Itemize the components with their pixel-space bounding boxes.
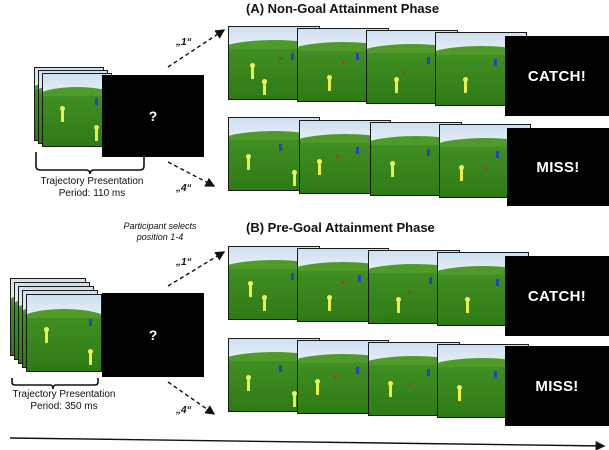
participant-selects-label: Participant selects position 1-4 [108, 221, 212, 243]
outcome-catch-a: CATCH! [505, 36, 609, 116]
trajectory-label-line2: Period: 350 ms [30, 401, 98, 412]
arrow-to-row-4-a [167, 161, 216, 187]
phase-a-title: (A) Non-Goal Attainment Phase [246, 1, 440, 16]
position-label-4-b: „4“ [176, 405, 192, 416]
position-label-1-a: „1“ [176, 37, 192, 48]
question-mark: ? [148, 327, 158, 343]
trajectory-label-line1: Trajectory Presentation [12, 389, 116, 400]
trajectory-label-b: Trajectory Presentation Period: 350 ms [0, 389, 128, 413]
mask-box-b: ? [102, 293, 204, 377]
outcome-text: MISS! [535, 377, 579, 395]
phase-b-title: (B) Pre-Goal Attainment Phase [246, 220, 435, 235]
question-mark: ? [148, 108, 158, 124]
position-label-4-a: „4“ [176, 183, 192, 194]
outcome-text: MISS! [536, 158, 580, 176]
outcome-catch-b: CATCH! [505, 256, 609, 336]
trajectory-label-line1: Trajectory Presentation [40, 176, 144, 187]
frame-image [26, 294, 102, 372]
outcome-text: CATCH! [527, 67, 587, 85]
mask-box-a: ? [102, 75, 204, 157]
arrow-to-row-1-a [167, 29, 226, 68]
outcome-miss-a: MISS! [507, 128, 609, 206]
selects-line1: Participant selects [123, 221, 197, 231]
timeline-arrow [9, 437, 606, 450]
brace-b [11, 378, 99, 390]
arrow-to-row-1-b [167, 251, 226, 287]
frame-image [228, 26, 320, 100]
selects-line2: position 1-4 [136, 232, 184, 242]
outcome-miss-b: MISS! [505, 346, 609, 426]
arrow-to-row-4-b [167, 381, 216, 415]
frame-image [42, 73, 112, 147]
outcome-text: CATCH! [527, 287, 587, 305]
brace-a [35, 152, 145, 175]
trajectory-label-line2: Period: 110 ms [58, 188, 126, 199]
trajectory-label-a: Trajectory Presentation Period: 110 ms [12, 176, 172, 200]
position-label-1-b: „1“ [176, 257, 192, 268]
